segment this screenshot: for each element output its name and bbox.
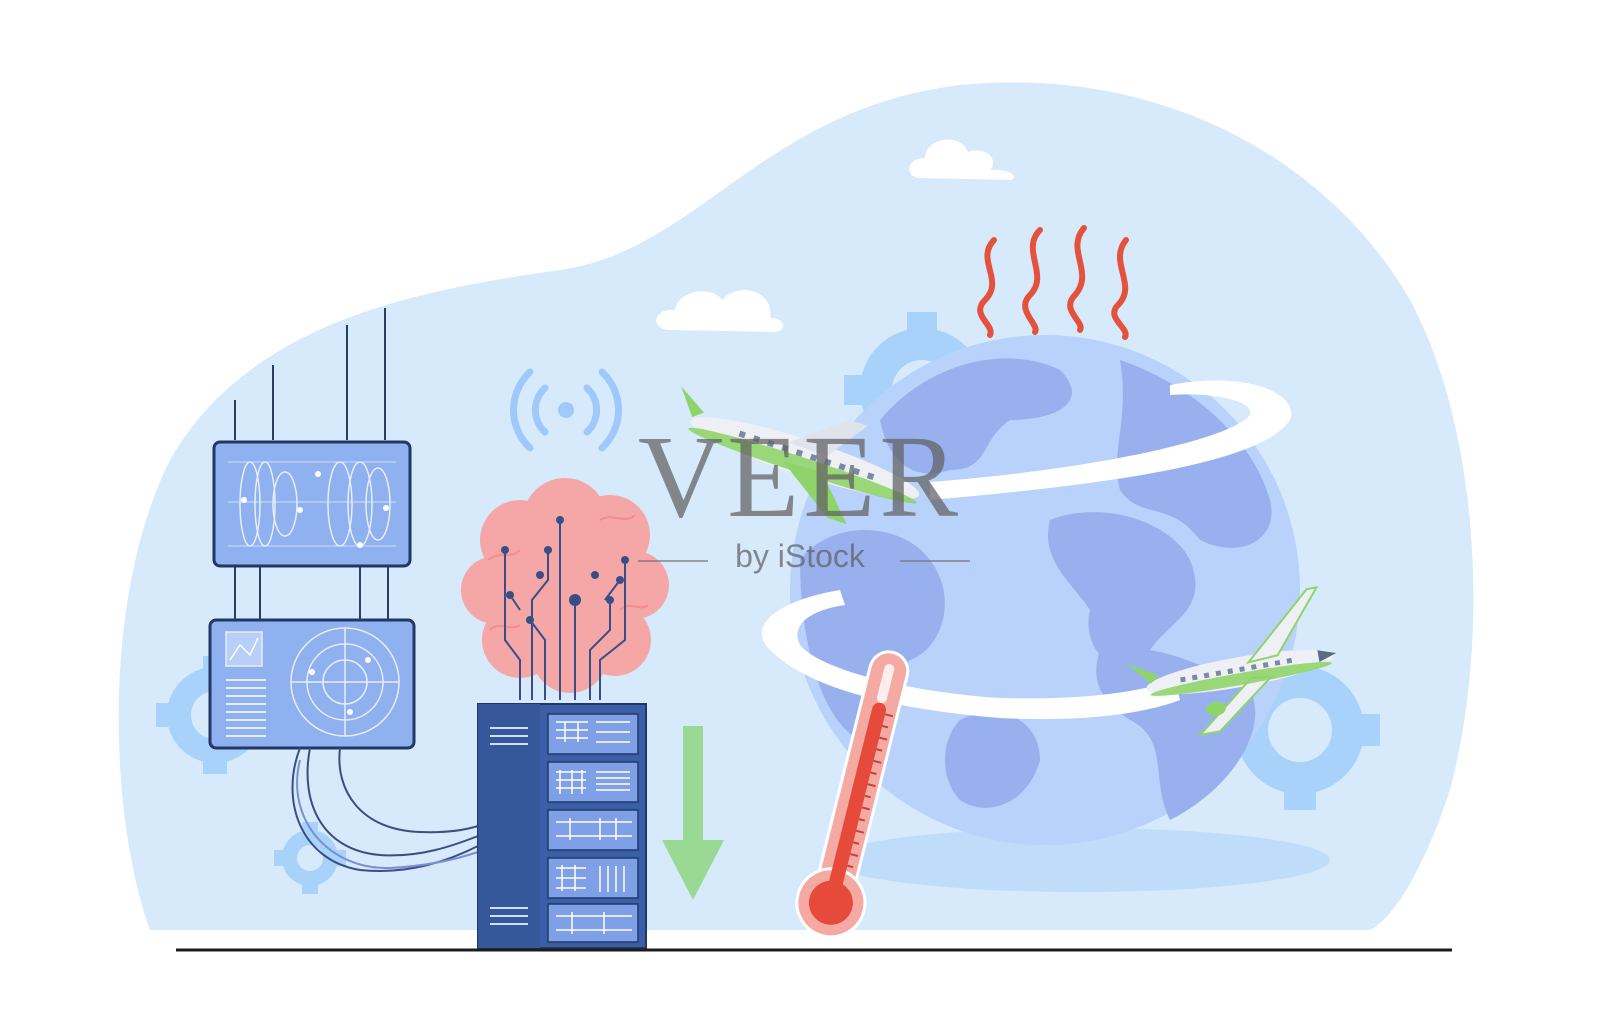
airplane-icon: [681, 386, 920, 525]
watermark-brand: VEER: [637, 411, 963, 542]
watermark-left-rule: [638, 560, 708, 562]
wifi-signal-icon: [510, 368, 622, 452]
monitor-panel-icon: [212, 440, 412, 568]
watermark-byline-row: by iStock: [620, 538, 980, 578]
down-arrow-icon: [662, 726, 724, 900]
monitor-hanging-wires: [234, 308, 389, 620]
watermark-right-rule: [900, 560, 970, 562]
server-rack-icon: [477, 703, 647, 949]
monitor-panel-icon: [208, 618, 416, 750]
earth-globe: [761, 335, 1300, 845]
cloud-icon: [909, 139, 1014, 180]
watermark-byline: by iStock: [735, 538, 865, 574]
thermometer-icon: [795, 650, 910, 939]
data-cables: [291, 747, 479, 872]
brain-chip-icon: [461, 478, 669, 700]
globe-shadow: [830, 828, 1330, 892]
airplane-icon: [1126, 586, 1337, 737]
heat-waves-icon: [977, 225, 1129, 340]
cloud-icon: [656, 289, 784, 332]
